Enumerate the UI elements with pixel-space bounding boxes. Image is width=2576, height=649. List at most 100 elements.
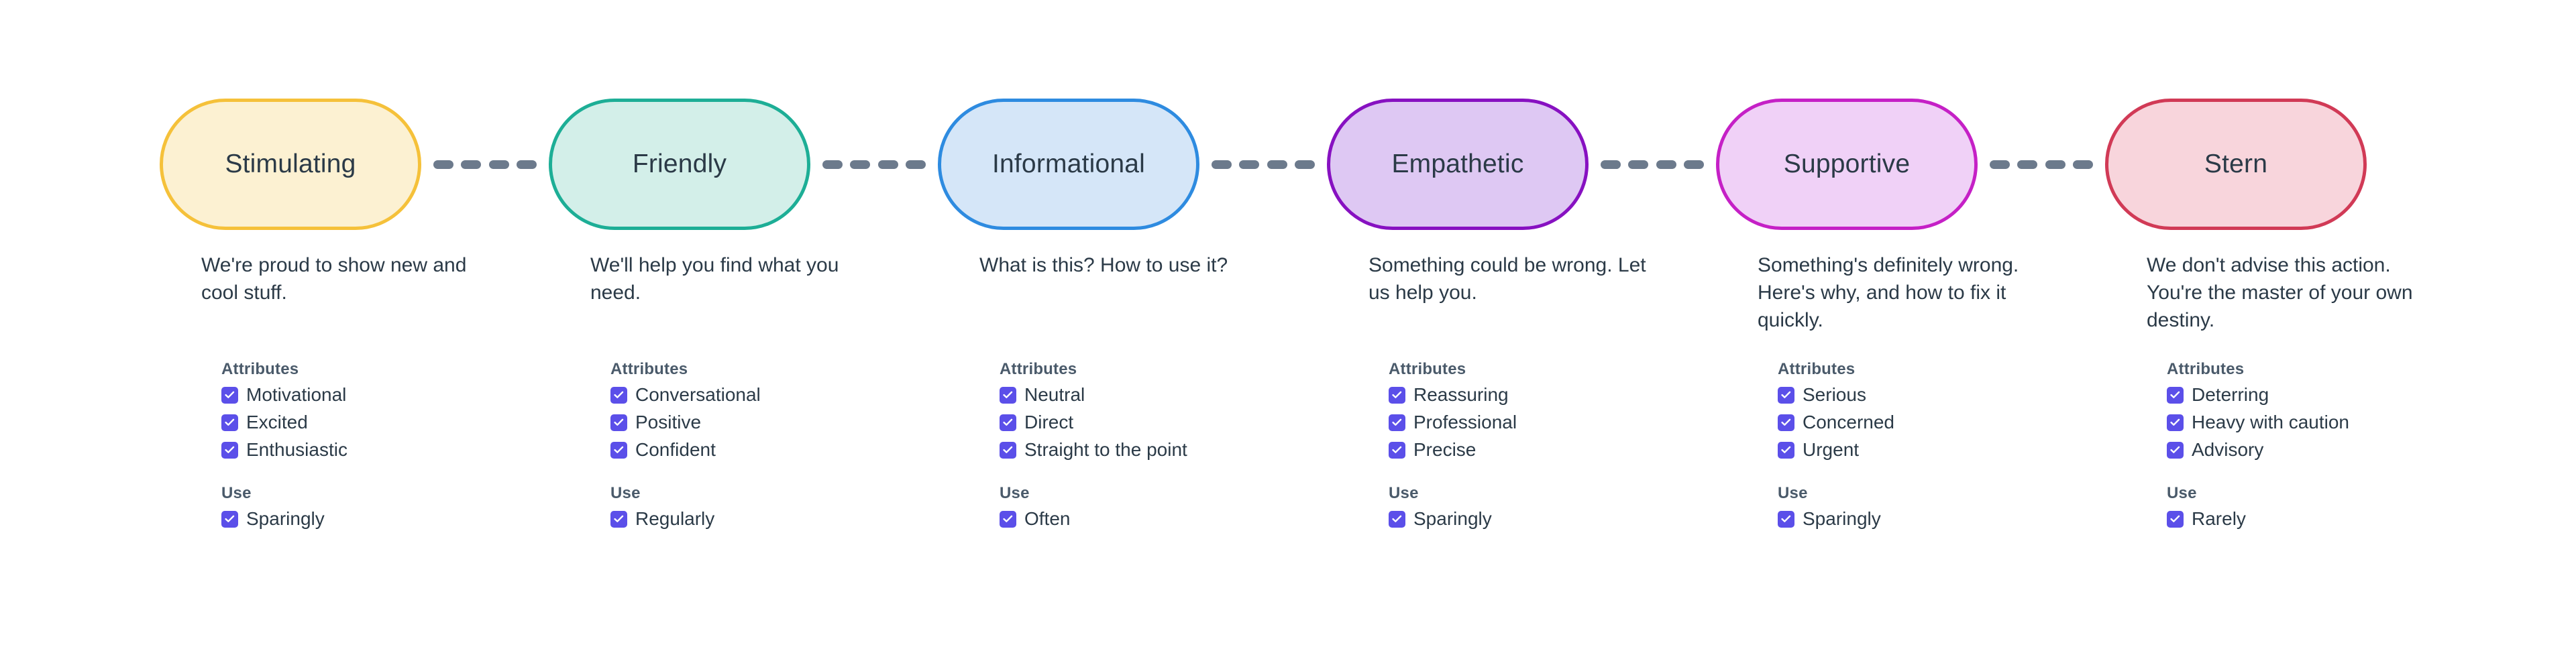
tone-description: We're proud to show new and cool stuff. [201, 254, 467, 304]
check-icon[interactable] [610, 510, 627, 528]
check-icon[interactable] [221, 414, 238, 431]
attribute-checkbox-row[interactable]: Concerned [1778, 412, 2127, 432]
tone-column-stern: We don't advise this action. You're the … [2147, 251, 2536, 627]
use-checkbox-row[interactable]: Sparingly [1778, 509, 2127, 529]
checkbox-label: Professional [1413, 412, 1517, 432]
use-heading: Use [1389, 484, 1419, 502]
tone-pill-label: Stimulating [225, 149, 356, 178]
dash-segment [1267, 160, 1287, 169]
check-icon[interactable] [1389, 414, 1405, 431]
check-icon[interactable] [610, 441, 627, 459]
attribute-checkbox-row[interactable]: Positive [610, 412, 959, 432]
checkbox-label: Positive [635, 412, 702, 432]
dash-segment [1990, 160, 2010, 169]
tone-pill-label: Informational [991, 149, 1146, 178]
check-icon[interactable] [1000, 510, 1016, 528]
attribute-checkbox-row[interactable]: Urgent [1778, 440, 2127, 460]
dashed-line-icon [1589, 160, 1716, 169]
attribute-checkbox-row[interactable]: Direct [1000, 412, 1348, 432]
attributes-heading: Attributes [2167, 360, 2245, 378]
tone-pill-friendly[interactable]: Friendly [549, 99, 810, 230]
check-icon[interactable] [1389, 441, 1405, 459]
dash-segment [1294, 160, 1315, 169]
attributes-heading: Attributes [221, 360, 299, 378]
checkbox-label: Deterring [2192, 384, 2269, 405]
dash-segment [1628, 160, 1649, 169]
attributes-heading: Attributes [1000, 360, 1077, 378]
checkbox-label: Excited [246, 412, 308, 432]
tone-pill-informational[interactable]: Informational [938, 99, 1199, 230]
tone-pill-stern[interactable]: Stern [2105, 99, 2367, 230]
check-icon[interactable] [2167, 510, 2184, 528]
checkbox-label: Concerned [1803, 412, 1894, 432]
check-icon[interactable] [610, 414, 627, 431]
use-heading: Use [1000, 484, 1030, 502]
dash-segment [1601, 160, 1621, 169]
checkbox-label: Motivational [246, 384, 347, 405]
tone-column-friendly: We'll help you find what you need. Attrib… [590, 251, 979, 627]
use-checkbox-row[interactable]: Regularly [610, 509, 959, 529]
tone-pill-supportive[interactable]: Supportive [1716, 99, 1978, 230]
dash-segment [850, 160, 871, 169]
attribute-checkbox-row[interactable]: Deterring [2167, 385, 2516, 405]
attribute-checkbox-row[interactable]: Professional [1389, 412, 1737, 432]
check-icon[interactable] [2167, 441, 2184, 459]
check-icon[interactable] [1000, 414, 1016, 431]
tone-pill-label: Supportive [1783, 149, 1911, 178]
attribute-checkbox-row[interactable]: Serious [1778, 385, 2127, 405]
attribute-checkbox-row[interactable]: Neutral [1000, 385, 1348, 405]
checkbox-label: Advisory [2192, 439, 2264, 460]
tone-pill-label: Friendly [632, 149, 727, 178]
dashed-line-icon [1978, 160, 2105, 169]
tone-description: What is this? How to use it? [979, 254, 1228, 276]
dash-segment [1212, 160, 1232, 169]
check-icon[interactable] [1389, 510, 1405, 528]
attribute-checkbox-row[interactable]: Excited [221, 412, 570, 432]
attributes-heading: Attributes [610, 360, 688, 378]
tone-column-stimulating: We're proud to show new and cool stuff. A… [201, 251, 590, 627]
attribute-checkbox-row[interactable]: Heavy with caution [2167, 412, 2516, 432]
attribute-checkbox-row[interactable]: Straight to the point [1000, 440, 1348, 460]
tone-pill-label: Stern [2204, 149, 2268, 178]
tone-description: Something's definitely wrong. Here's why… [1758, 254, 2019, 332]
attribute-checkbox-row[interactable]: Reassuring [1389, 385, 1737, 405]
attribute-checkbox-row[interactable]: Precise [1389, 440, 1737, 460]
check-icon[interactable] [2167, 386, 2184, 404]
check-icon[interactable] [221, 386, 238, 404]
attribute-checkbox-row[interactable]: Conversational [610, 385, 959, 405]
dash-segment [905, 160, 926, 169]
tone-pill-stimulating[interactable]: Stimulating [160, 99, 421, 230]
use-checkbox-row[interactable]: Sparingly [1389, 509, 1737, 529]
tone-description: Something could be wrong. Let us help yo… [1368, 254, 1646, 304]
attributes-heading: Attributes [1778, 360, 1856, 378]
check-icon[interactable] [1778, 414, 1794, 431]
check-icon[interactable] [610, 386, 627, 404]
check-icon[interactable] [221, 510, 238, 528]
check-icon[interactable] [1778, 386, 1794, 404]
checkbox-label: Neutral [1024, 384, 1085, 405]
check-icon[interactable] [1389, 386, 1405, 404]
tone-column-empathetic: Something could be wrong. Let us help yo… [1368, 251, 1758, 627]
attribute-checkbox-row[interactable]: Confident [610, 440, 959, 460]
attribute-checkbox-row[interactable]: Motivational [221, 385, 570, 405]
check-icon[interactable] [2167, 414, 2184, 431]
check-icon[interactable] [1000, 386, 1016, 404]
checkbox-label: Rarely [2192, 508, 2246, 529]
check-icon[interactable] [1778, 510, 1794, 528]
check-icon[interactable] [1778, 441, 1794, 459]
tone-pill-empathetic[interactable]: Empathetic [1327, 99, 1589, 230]
check-icon[interactable] [1000, 441, 1016, 459]
attribute-checkbox-row[interactable]: Advisory [2167, 440, 2516, 460]
checkbox-label: Conversational [635, 384, 761, 405]
use-checkbox-row[interactable]: Often [1000, 509, 1348, 529]
check-icon[interactable] [221, 441, 238, 459]
use-checkbox-row[interactable]: Rarely [2167, 509, 2516, 529]
tone-description: We'll help you find what you need. [590, 254, 839, 304]
use-checkbox-row[interactable]: Sparingly [221, 509, 570, 529]
dash-segment [2072, 160, 2093, 169]
attribute-checkbox-row[interactable]: Enthusiastic [221, 440, 570, 460]
